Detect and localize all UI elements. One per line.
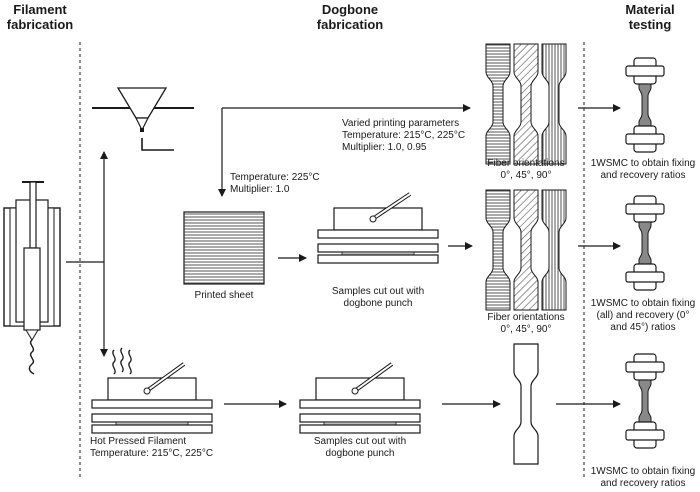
label-test-bottom: 1WSMC to obtain fixing and recovery rati… — [590, 466, 696, 489]
label-cut-out-bottom: Samples cut out with dogbone punch — [313, 436, 407, 459]
dogbone-punch-bottom — [299, 362, 421, 434]
label-cut-out-middle: Samples cut out with dogbone punch — [331, 286, 425, 309]
dogbone-set-top — [485, 43, 567, 165]
hot-press-graphic — [91, 347, 213, 434]
label-test-middle: 1WSMC to obtain fixing (all) and recover… — [590, 298, 696, 333]
header-material: Material testing — [625, 2, 675, 32]
dogbone-set-middle — [485, 189, 567, 311]
label-hot-pressed: Hot Pressed Filament Temperature: 215°C,… — [90, 436, 214, 459]
label-printed-sheet: Printed sheet — [194, 290, 254, 301]
tester-middle — [625, 195, 665, 291]
dogbone-punch-middle — [317, 192, 439, 264]
label-fiber-middle: Fiber orientations 0°, 45°, 90° — [487, 312, 565, 335]
filament-extruder-icon — [3, 181, 61, 375]
printer-nozzle-icon — [92, 87, 194, 151]
label-test-top: 1WSMC to obtain fixing and recovery rati… — [590, 158, 696, 181]
header-filament: Filament fabrication — [6, 2, 74, 32]
label-fiber-top: Fiber orientations 0°, 45°, 90° — [487, 158, 565, 181]
tester-top — [625, 57, 665, 153]
header-dogbone: Dogbone fabrication — [316, 2, 384, 32]
dogbone-plain — [513, 343, 539, 465]
tester-bottom — [625, 353, 665, 449]
printed-sheet-graphic — [183, 211, 265, 285]
label-print-parameters: Temperature: 225°C Multiplier: 1.0 — [230, 172, 320, 195]
label-varied-parameters: Varied printing parameters Temperature: … — [342, 118, 466, 153]
